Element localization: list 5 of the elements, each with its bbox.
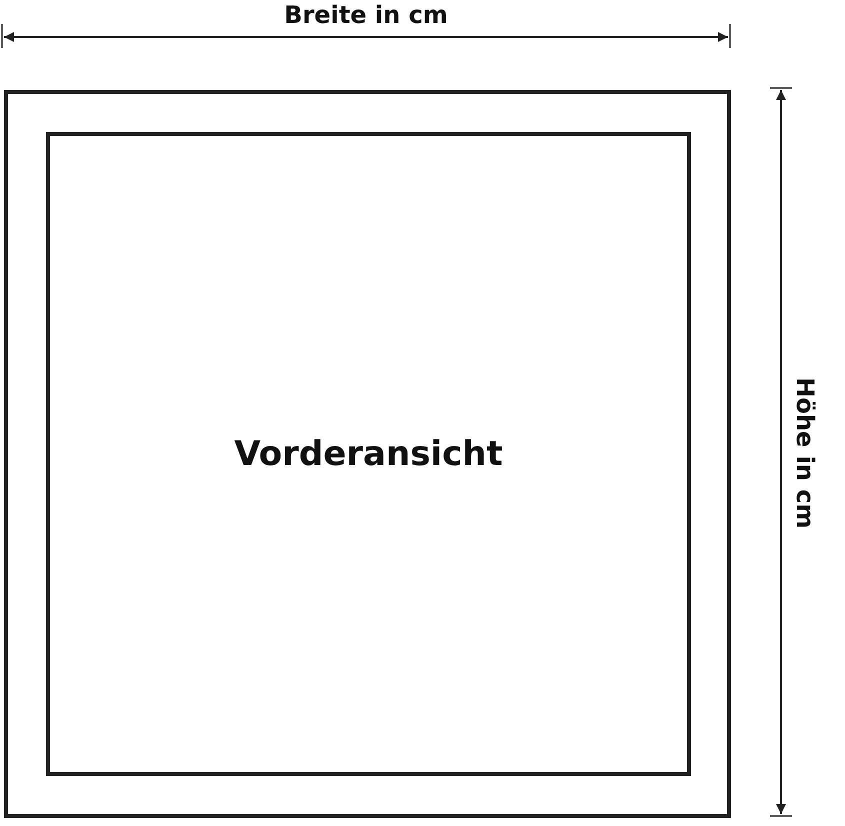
- view-box: [46, 132, 691, 776]
- dimension-label: Breite in cm: [284, 1, 448, 29]
- dimension-label: Höhe in cm: [791, 377, 819, 529]
- view-label: Vorderansicht: [234, 434, 503, 474]
- frame-box: [4, 90, 731, 818]
